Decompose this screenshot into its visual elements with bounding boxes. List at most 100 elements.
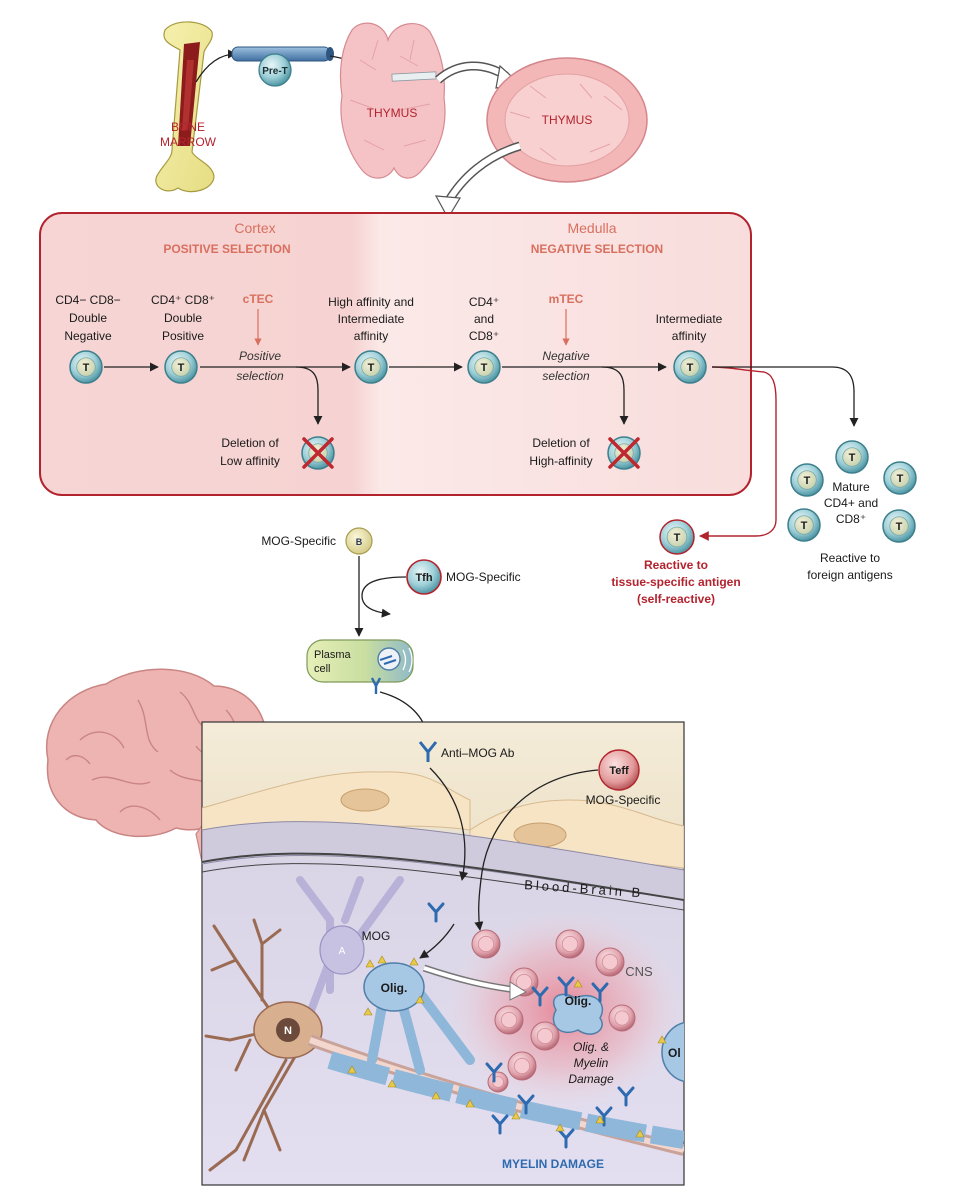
bbb-line-lower — [202, 863, 684, 911]
foreign-line2: foreign antigens — [807, 568, 892, 582]
teff-entry-arrow — [474, 769, 599, 931]
mog-antigen-6 — [347, 1065, 357, 1074]
olig-healthy-label: Olig. — [381, 981, 408, 995]
oligodendrocyte-healthy: Olig. — [363, 962, 475, 1075]
mog-antigen-10 — [511, 1111, 521, 1120]
mtec-label: mTEC — [549, 292, 584, 306]
positive-selection-line1: Positive — [239, 349, 281, 363]
astrocyte: A — [296, 876, 404, 1044]
bone-marrow-illustration — [155, 21, 215, 193]
infiltrating-t-cell-8 — [507, 1051, 537, 1081]
t-cell-intermediate-letter: T — [687, 362, 694, 374]
antibody-icon-3 — [591, 982, 609, 1003]
mog-antigen-14 — [657, 1035, 667, 1044]
t-cell-mature-1-letter: T — [849, 452, 856, 464]
t-cell-mature-5: T — [882, 509, 916, 543]
deletion-low-line1: Deletion of — [221, 436, 279, 450]
t-cell-mature-1: T — [835, 440, 869, 474]
medulla-title: Medulla — [567, 220, 616, 236]
intermediate-affinity-label: Intermediate affinity — [656, 312, 723, 343]
mog-antigen-13 — [635, 1129, 645, 1138]
infiltrating-t-cell-5 — [494, 1005, 524, 1035]
blood-vessel — [231, 46, 334, 62]
teff-cell: Teff — [598, 749, 640, 791]
olig-edge-label: Ol — [668, 1046, 681, 1060]
cortex-title: Cortex — [234, 220, 275, 236]
infiltrating-t-cell-2 — [555, 929, 585, 959]
single-positive-label: CD4⁺ and CD8⁺ — [469, 295, 499, 343]
mog-antigen-1 — [365, 959, 375, 968]
t-cell-mature-5-letter: T — [896, 521, 903, 533]
foreign-line1: Reactive to — [820, 551, 880, 565]
t-cell-double-negative-letter: T — [83, 362, 90, 374]
negative-selection-line1: Negative — [542, 349, 590, 363]
infiltrating-t-cell-6 — [530, 1021, 560, 1051]
high-intermediate-line1: High affinity and — [328, 295, 414, 309]
mature-line2: CD4+ and — [824, 496, 878, 510]
astrocyte-letter: A — [339, 946, 346, 957]
infiltrating-t-cell-9 — [487, 1071, 509, 1093]
t-cell-mature-2: T — [790, 463, 824, 497]
double-positive-line1: CD4⁺ CD8⁺ — [151, 293, 215, 307]
infiltrating-t-cell-1 — [471, 929, 501, 959]
antibody-icon-9 — [595, 1106, 613, 1127]
anti-mog-label: Anti–MOG Ab — [441, 746, 515, 760]
double-negative-line2: Double — [69, 311, 107, 325]
infiltrating-t-cell-3 — [595, 947, 625, 977]
bbb-line-upper — [202, 852, 684, 901]
negative-selection-heading: NEGATIVE SELECTION — [531, 242, 663, 256]
tfh-cell: Tfh — [406, 559, 442, 595]
b-cell: B — [345, 527, 373, 555]
bone-marrow-label-line1: BONE — [171, 120, 205, 134]
progression-arrow-head — [509, 981, 528, 1001]
negative-selection-line2: selection — [542, 369, 590, 383]
t-cell-self-reactive: T — [659, 519, 695, 555]
double-positive-line2: Double — [164, 311, 202, 325]
b-cell-label: MOG-Specific — [261, 534, 336, 548]
zoom-arrow-2-outline — [444, 141, 522, 205]
mog-antigen-5 — [363, 1007, 373, 1016]
bone-marrow-label-line2: MARROW — [160, 135, 217, 149]
antibody-icon-2 — [531, 986, 549, 1007]
double-negative-line3: Negative — [64, 329, 112, 343]
antibody-icon-7 — [557, 1128, 575, 1149]
single-positive-line2: and — [474, 312, 494, 326]
mog-antigen-8 — [431, 1091, 441, 1100]
high-intermediate-line3: affinity — [354, 329, 388, 343]
thymus-lobe-cross-section — [486, 57, 648, 183]
t-cell-deleted-low-cross-icon — [302, 437, 334, 469]
double-positive-label: CD4⁺ CD8⁺ Double Positive — [151, 293, 215, 343]
mog-antigen-11 — [555, 1123, 565, 1132]
mature-line3: CD8⁺ — [836, 512, 866, 526]
deletion-low-line2: Low affinity — [220, 454, 280, 468]
t-cell-single-positive: T — [467, 350, 501, 384]
teff-letter: Teff — [609, 765, 629, 777]
t-cell-mature-4-letter: T — [801, 520, 808, 532]
mog-antigen-9 — [465, 1099, 475, 1108]
high-intermediate-line2: Intermediate — [338, 312, 405, 326]
t-cell-mature-3: T — [883, 461, 917, 495]
oligodendrocyte-damaged: Olig. — [552, 993, 604, 1035]
positive-selection-heading: POSITIVE SELECTION — [163, 242, 290, 256]
plasma-cell: Plasma cell — [306, 639, 414, 694]
teff-label: MOG-Specific — [586, 793, 661, 807]
ctec-label: cTEC — [243, 292, 274, 306]
double-negative-label: CD4− CD8− Double Negative — [55, 293, 120, 343]
b-cell-letter: B — [356, 537, 363, 547]
olig-damaged-label: Olig. — [565, 994, 592, 1008]
antibody-to-mog-arrow — [419, 923, 455, 959]
t-cell-mature-2-letter: T — [804, 475, 811, 487]
pre-t-cell: Pre-T — [258, 53, 292, 87]
tfh-label: MOG-Specific — [446, 570, 521, 584]
damage-line3: Damage — [568, 1072, 614, 1086]
t-cell-mature-3-letter: T — [897, 473, 904, 485]
oligodendrocyte-edge: Ol — [661, 1021, 684, 1083]
t-cell-single-positive-letter: T — [481, 362, 488, 374]
mature-line1: Mature — [832, 480, 870, 494]
single-positive-line3: CD8⁺ — [469, 329, 499, 343]
t-cell-high-intermediate: T — [354, 350, 388, 384]
t-cell-deleted-high — [607, 436, 641, 470]
myelin-sheath — [327, 1051, 684, 1149]
deletion-high-arrow — [601, 366, 629, 425]
